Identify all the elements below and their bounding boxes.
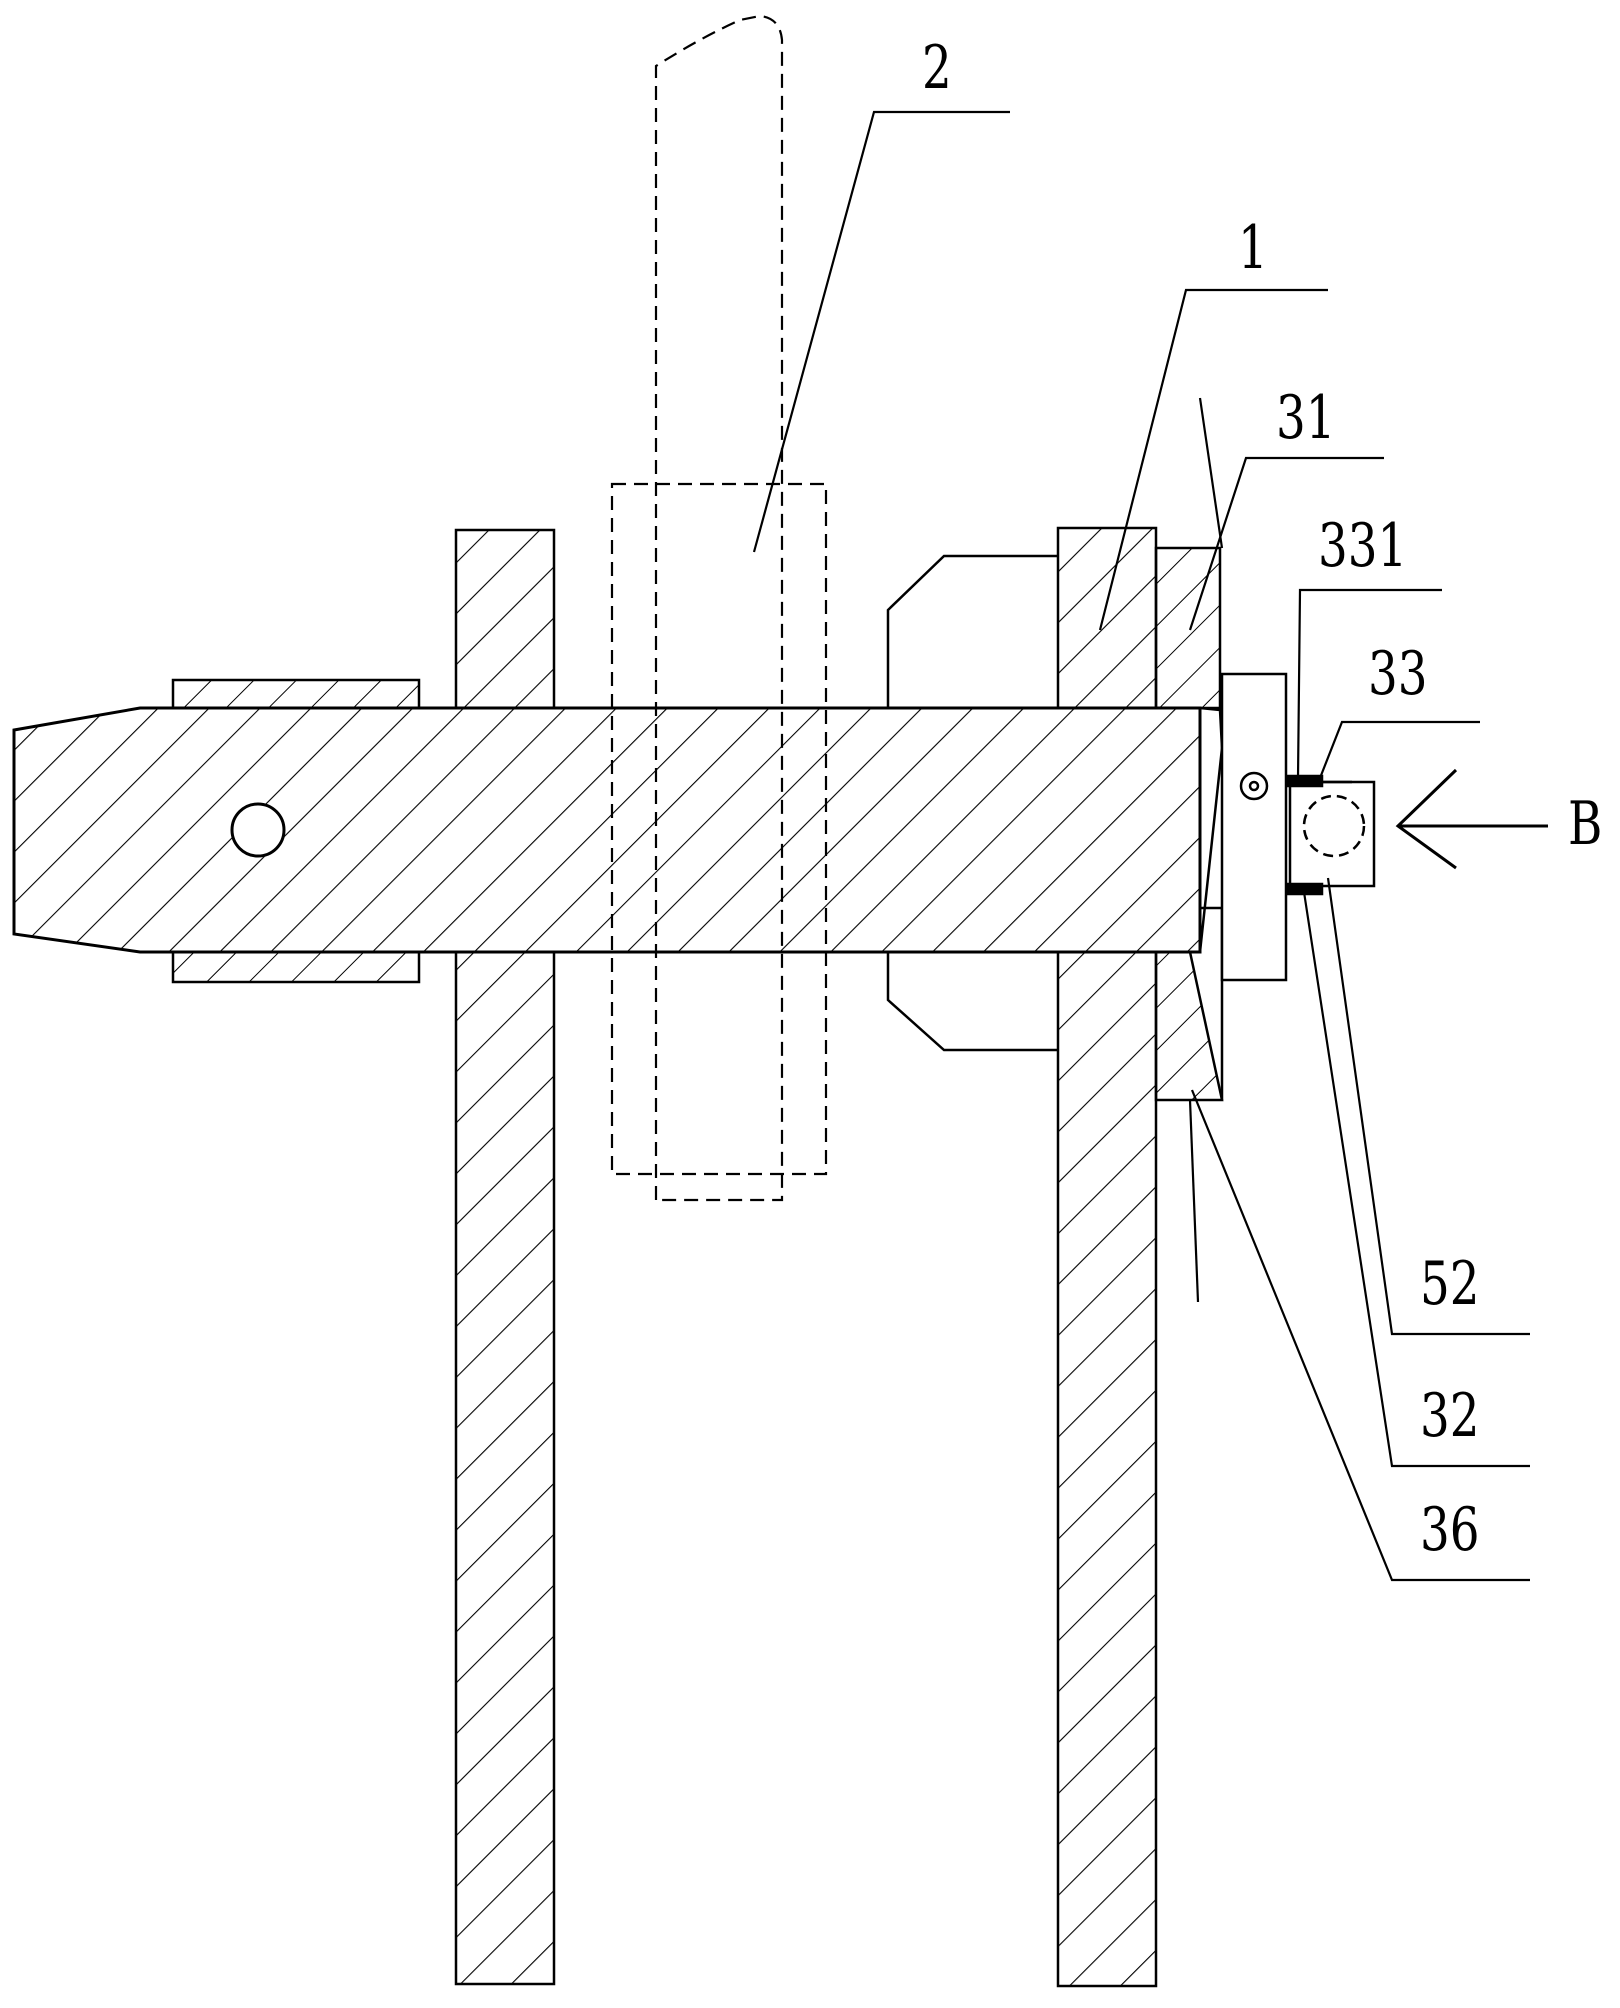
label-part-31: 31 [1276,383,1336,453]
label-part-33: 33 [1368,639,1428,709]
label-part-36: 36 [1420,1495,1480,1565]
label-part-1: 1 [1238,213,1268,283]
housing-outline [886,554,1058,1052]
label-view-b: B [1568,789,1603,859]
label-part-2: 2 [922,33,952,103]
vertical-rod-dashed [610,14,828,1202]
left-sleeve [171,678,421,984]
label-part-32: 32 [1420,1381,1480,1451]
view-b-arrow [1395,768,1548,870]
right-vertical-plate [1056,526,1158,1988]
label-part-331: 331 [1318,511,1408,581]
label-part-52: 52 [1420,1249,1480,1319]
shaft-pin-hole [230,802,286,858]
leader-lines [752,110,1530,1582]
clamp-block [1286,774,1376,896]
main-shaft [12,706,1202,954]
end-plate [1198,672,1288,1100]
